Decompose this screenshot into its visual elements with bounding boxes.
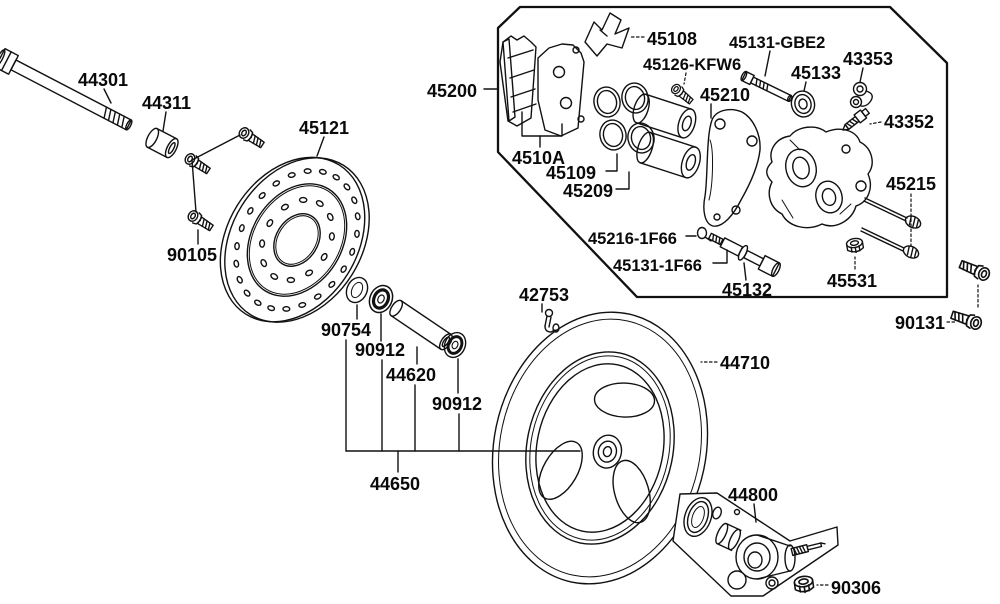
part-label-44800: 44800 bbox=[728, 485, 778, 505]
brake-disc-45121 bbox=[219, 156, 370, 323]
gearbox-44800 bbox=[672, 492, 839, 597]
part-label-43352: 43352 bbox=[884, 112, 934, 132]
part-label-45215: 45215 bbox=[886, 174, 936, 194]
leader-45121 bbox=[316, 136, 325, 157]
bleeder-43352 bbox=[842, 107, 882, 131]
part-label-90306: 90306 bbox=[831, 578, 881, 598]
grommet-45133 bbox=[790, 81, 816, 118]
part-label-4510A: 4510A bbox=[512, 148, 565, 168]
bearing-90912-right bbox=[438, 327, 472, 363]
disc-bolts-90105 bbox=[182, 124, 267, 245]
caliper-assembly-box bbox=[496, 5, 949, 299]
part-label-45216: 45216-1F66 bbox=[588, 230, 677, 248]
part-label-45108: 45108 bbox=[647, 29, 697, 49]
part-label-90754: 90754 bbox=[321, 320, 371, 340]
front-wheel-44710 bbox=[491, 311, 709, 585]
pin-45216 bbox=[685, 226, 712, 242]
nut-45531 bbox=[845, 236, 865, 270]
part-label-44710: 44710 bbox=[720, 353, 770, 373]
leader-44311 bbox=[162, 111, 167, 132]
axle-44301 bbox=[0, 47, 133, 131]
part-label-45126: 45126-KFW6 bbox=[643, 56, 741, 74]
part-label-90105: 90105 bbox=[167, 245, 217, 265]
part-label-44311: 44311 bbox=[142, 93, 191, 113]
clip-43353 bbox=[849, 67, 873, 109]
part-label-45131-GBE2: 45131-GBE2 bbox=[729, 34, 825, 52]
part-label-45132: 45132 bbox=[722, 280, 772, 300]
part-label-90912-right: 90912 bbox=[432, 394, 482, 414]
pistons-45209 bbox=[615, 93, 702, 190]
part-label-44650: 44650 bbox=[370, 474, 420, 494]
pins-45215 bbox=[860, 193, 922, 259]
pad-spring-45108 bbox=[584, 12, 645, 57]
brake-pads-4510A bbox=[499, 35, 585, 148]
part-label-44620: 44620 bbox=[386, 365, 436, 385]
part-label-45121: 45121 bbox=[299, 118, 349, 138]
bearing-90912-left bbox=[363, 280, 399, 318]
part-label-45109: 45109 bbox=[546, 163, 596, 183]
nut-90306 bbox=[792, 574, 829, 595]
valve-42753 bbox=[541, 303, 560, 333]
part-label-45209: 45209 bbox=[563, 181, 613, 201]
pin-bolt-45126 bbox=[668, 72, 696, 107]
bracket-45210 bbox=[703, 103, 761, 227]
part-label-45210: 45210 bbox=[700, 85, 750, 105]
part-label-43353: 43353 bbox=[843, 49, 893, 69]
part-label-90131: 90131 bbox=[895, 313, 945, 333]
part-label-90912-left: 90912 bbox=[355, 340, 405, 360]
bolts-90131 bbox=[946, 256, 993, 333]
part-label-45200: 45200 bbox=[427, 81, 477, 101]
spacer-44311 bbox=[145, 127, 179, 159]
pin-assembly-45132 bbox=[707, 232, 781, 281]
part-label-45133: 45133 bbox=[791, 63, 841, 83]
part-label-42753: 42753 bbox=[519, 285, 569, 305]
leader-44301 bbox=[103, 88, 112, 104]
part-label-45531: 45531 bbox=[827, 271, 877, 291]
dust-seal-90754 bbox=[345, 276, 369, 304]
bolt-45131-GBE2 bbox=[740, 50, 793, 103]
caliper-body bbox=[766, 126, 873, 229]
part-label-45131-1F66: 45131-1F66 bbox=[613, 257, 702, 275]
part-label-44301: 44301 bbox=[78, 70, 128, 90]
axle-group-44650 bbox=[345, 304, 581, 473]
